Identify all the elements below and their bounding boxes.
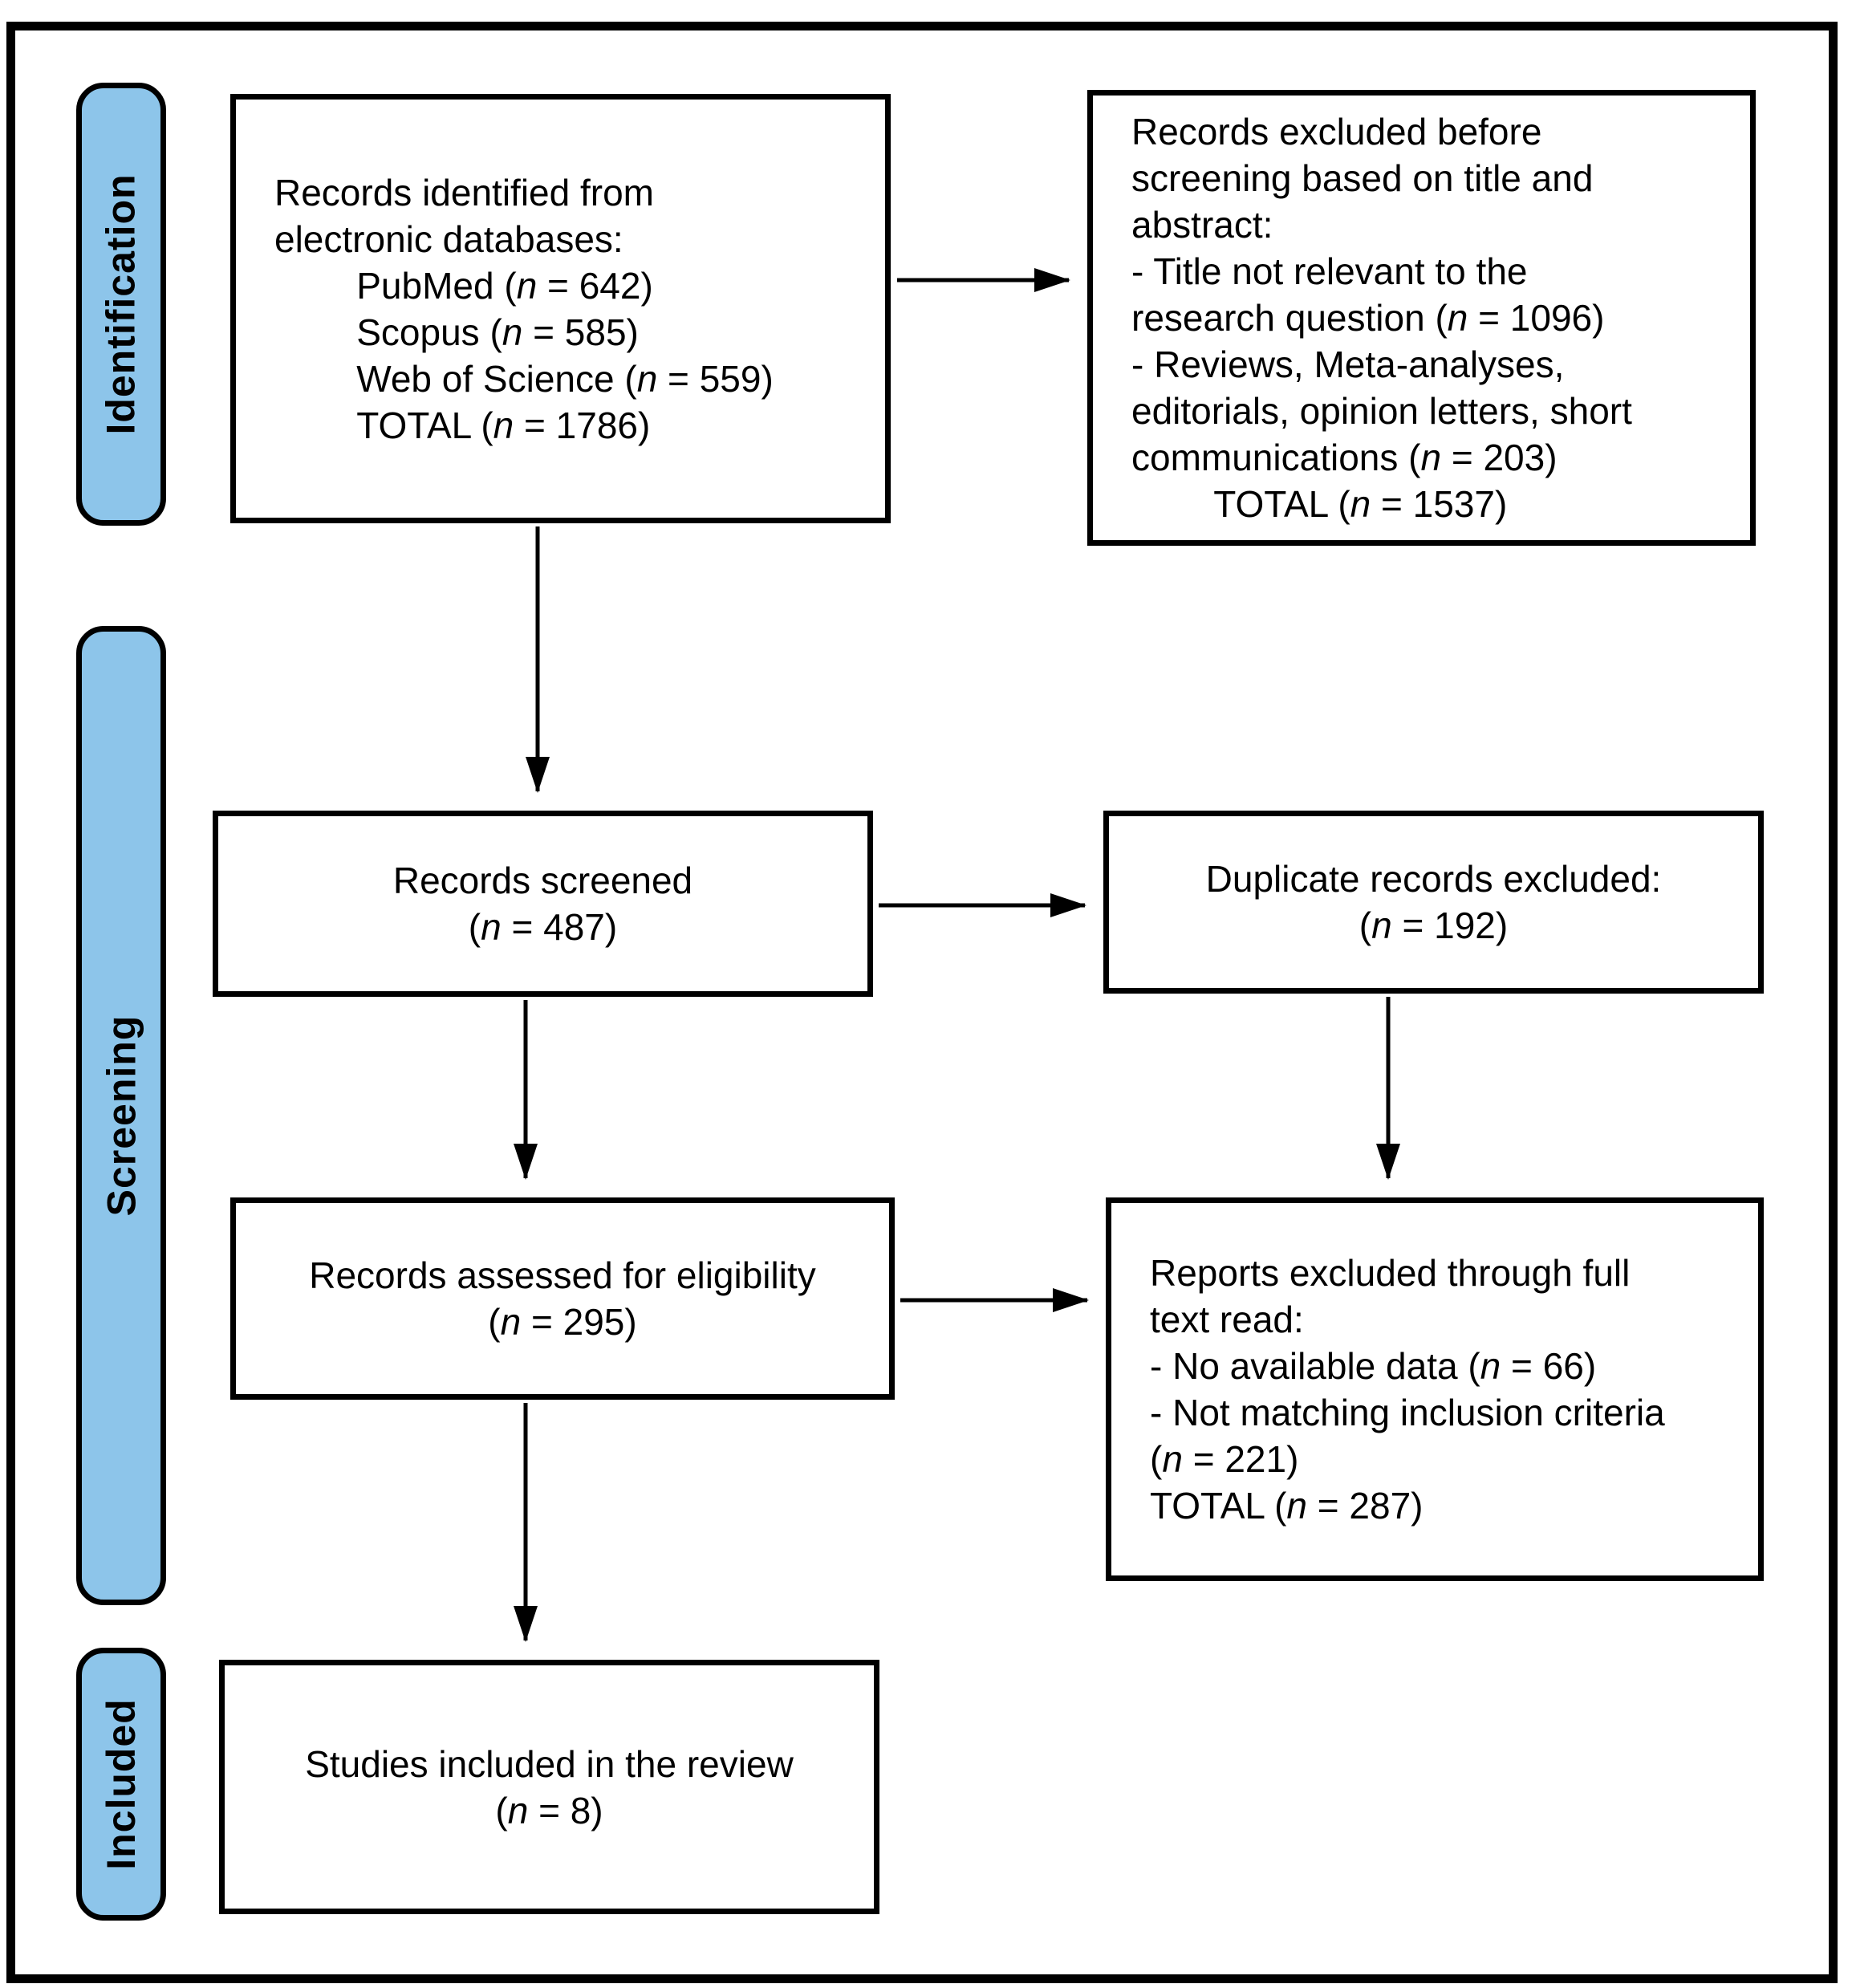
box-records-screened: Records screened(n = 487) <box>213 811 873 997</box>
box-studies-included-text: Studies included in the review(n = 8) <box>305 1742 794 1831</box>
box-records-assessed: Records assessed for eligibility(n = 295… <box>230 1197 895 1400</box>
box-records-assessed-text: Records assessed for eligibility(n = 295… <box>309 1254 816 1343</box>
stage-tab-included: Included <box>76 1648 166 1921</box>
stage-label-identification: Identification <box>99 173 144 435</box>
box-studies-included: Studies included in the review(n = 8) <box>219 1660 879 1914</box>
stage-tab-identification: Identification <box>76 83 166 526</box>
box-duplicate-records-excluded-text: Duplicate records excluded:(n = 192) <box>1205 858 1662 946</box>
box-records-screened-text: Records screened(n = 487) <box>392 860 693 948</box>
stage-label-screening: Screening <box>99 1014 144 1217</box>
stage-label-included: Included <box>99 1698 144 1870</box>
stage-tab-screening: Screening <box>76 626 166 1605</box>
diagram-outer-frame <box>6 22 1838 1983</box>
box-duplicate-records-excluded: Duplicate records excluded:(n = 192) <box>1103 811 1764 994</box>
